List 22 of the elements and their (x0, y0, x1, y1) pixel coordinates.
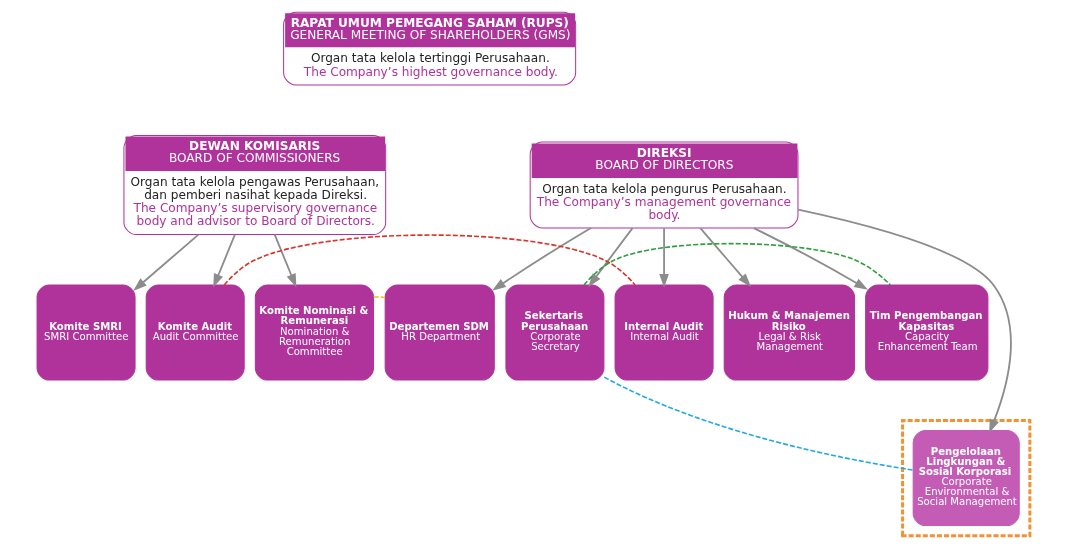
connector (602, 376, 914, 471)
node-box: Departemen SDM HR Department (384, 284, 495, 381)
connector (372, 296, 386, 299)
node-box: Pengelolaan Lingkungan & Sosial Korporasi Corporate Environmental & Social Management (912, 430, 1020, 527)
node-box: Hukum & Manajemen Risiko Legal & Risk Management (723, 284, 855, 381)
node-box: Sekertaris Perusahaan Corporate Secretary (504, 284, 604, 381)
connector (582, 242, 891, 286)
node-box: Komite Audit Audit Committee (145, 284, 245, 381)
arrow (212, 234, 236, 288)
arrow (132, 234, 199, 291)
arrow (752, 227, 868, 290)
arrow (796, 208, 1012, 434)
node-box: Tim Pengembangan Kapasitas Capacity Enhancement Team (864, 284, 988, 381)
arrow (273, 234, 296, 288)
arrow (491, 227, 592, 291)
node-box: Komite SMRI SMRI Committee (36, 284, 136, 381)
connector (222, 234, 636, 286)
node-box: Komite Nominasi & Remunerasi Nomination & Remuneration Committee (254, 284, 374, 381)
arrow (698, 227, 751, 288)
arrow (658, 227, 669, 288)
node-box: Internal Audit Internal Audit (614, 284, 714, 381)
arrow (587, 227, 633, 288)
